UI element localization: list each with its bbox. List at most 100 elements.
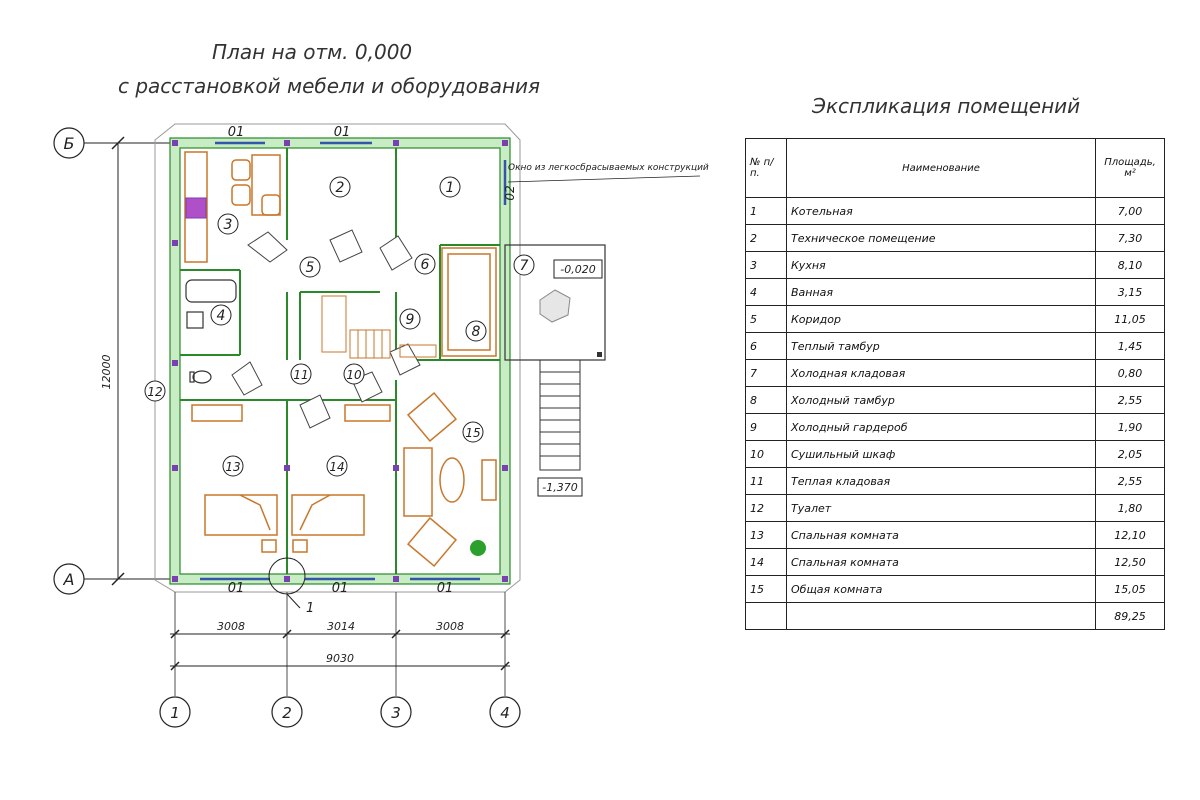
svg-text:8: 8 bbox=[472, 324, 481, 340]
room-2: 2 bbox=[329, 176, 351, 198]
porch-stair bbox=[539, 359, 581, 471]
cell-area: 12,50 bbox=[1095, 548, 1165, 576]
axis-col-lines bbox=[174, 592, 506, 696]
cell-no: 15 bbox=[745, 575, 787, 603]
height-dim-label: 12000 bbox=[100, 355, 113, 390]
cell-area: 2,55 bbox=[1095, 467, 1165, 495]
door-swings bbox=[231, 229, 421, 429]
cell-area: 1,45 bbox=[1095, 332, 1165, 360]
cell-name: Сушильный шкаф bbox=[786, 440, 1096, 468]
cell-name: Техническое помещение bbox=[786, 224, 1096, 252]
room-12: 12 bbox=[144, 380, 166, 402]
room-11: 11 bbox=[290, 363, 312, 385]
interior-walls bbox=[180, 148, 500, 574]
cell-area: 2,05 bbox=[1095, 440, 1165, 468]
cell-name: Кухня bbox=[786, 251, 1096, 279]
axis-label: 4 bbox=[500, 704, 510, 722]
cell-area: 3,15 bbox=[1095, 278, 1165, 306]
window-mark: 01 bbox=[228, 125, 245, 140]
axis-row-b: Б bbox=[53, 127, 175, 159]
cell-area: 1,80 bbox=[1095, 494, 1165, 522]
cell-name: Холодный тамбур bbox=[786, 386, 1096, 414]
cell-no: 7 bbox=[745, 359, 787, 387]
living-room-furniture bbox=[403, 391, 497, 568]
cell-area: 15,05 bbox=[1095, 575, 1165, 603]
room-14: 14 bbox=[326, 455, 348, 477]
room-6: 6 bbox=[414, 253, 436, 275]
interior-stair bbox=[321, 295, 437, 359]
total-dim-label: 9030 bbox=[326, 652, 354, 665]
cell-area: 1,90 bbox=[1095, 413, 1165, 441]
svg-text:7: 7 bbox=[520, 258, 529, 274]
col-header-name: Наименование bbox=[786, 138, 1096, 198]
section-mark: 1 bbox=[268, 557, 314, 616]
column-markers bbox=[172, 140, 508, 582]
empty-cell bbox=[745, 602, 787, 630]
cell-name: Теплый тамбур bbox=[786, 332, 1096, 360]
level-ground: -1,370 bbox=[537, 477, 583, 497]
windows bbox=[200, 141, 507, 581]
axis-label: Б bbox=[64, 134, 75, 153]
svg-text:11: 11 bbox=[293, 368, 308, 382]
level-porch-label: -0,020 bbox=[560, 263, 595, 276]
cell-area: 7,00 bbox=[1095, 197, 1165, 225]
room-10: 10 bbox=[343, 363, 365, 385]
dim-label: 3008 bbox=[436, 620, 464, 633]
room-5: 5 bbox=[299, 256, 321, 278]
bedroom-14-furniture bbox=[291, 404, 391, 553]
svg-text:12: 12 bbox=[147, 385, 162, 399]
window-note-text: Окно из легкосбрасываемых конструкций bbox=[508, 163, 709, 173]
cell-name: Холодная кладовая bbox=[786, 359, 1096, 387]
cell-no: 4 bbox=[745, 278, 787, 306]
bathroom-fixtures bbox=[185, 279, 237, 384]
cell-no: 11 bbox=[745, 467, 787, 495]
svg-text:14: 14 bbox=[329, 460, 344, 474]
svg-text:5: 5 bbox=[306, 260, 315, 276]
cell-no: 5 bbox=[745, 305, 787, 333]
svg-text:4: 4 bbox=[217, 308, 226, 324]
window-mark: 01 bbox=[334, 125, 351, 140]
plan-title-line2: с расстановкой мебели и оборудования bbox=[118, 74, 541, 98]
col-header-no: № п/п. bbox=[745, 138, 787, 198]
cell-area: 0,80 bbox=[1095, 359, 1165, 387]
room-7: 7 bbox=[513, 254, 535, 276]
cell-name: Котельная bbox=[786, 197, 1096, 225]
cell-no: 10 bbox=[745, 440, 787, 468]
cell-no: 8 bbox=[745, 386, 787, 414]
window-marks: 01 01 01 01 01 02 bbox=[228, 125, 517, 596]
axis-col-bubbles: 1 2 3 4 bbox=[159, 696, 521, 728]
svg-text:6: 6 bbox=[421, 257, 430, 273]
dim-label: 3008 bbox=[217, 620, 245, 633]
level-porch: -0,020 bbox=[553, 259, 603, 279]
window-note: Окно из легкосбрасываемых конструкций bbox=[507, 163, 709, 183]
room-9: 9 bbox=[399, 308, 421, 330]
cell-name: Спальная комната bbox=[786, 521, 1096, 549]
cell-no: 12 bbox=[745, 494, 787, 522]
svg-text:9: 9 bbox=[406, 312, 415, 328]
cell-name: Теплая кладовая bbox=[786, 467, 1096, 495]
axis-row-a: А bbox=[53, 563, 175, 595]
cell-name: Холодный гардероб bbox=[786, 413, 1096, 441]
cell-name: Коридор bbox=[786, 305, 1096, 333]
room-8: 8 bbox=[465, 320, 487, 342]
room-4: 4 bbox=[210, 304, 232, 326]
floor-plan: Б А 12000 bbox=[53, 123, 709, 728]
plan-title-line1: План на отм. 0,000 bbox=[212, 40, 413, 64]
total-area: 89,25 bbox=[1095, 602, 1165, 630]
svg-text:3: 3 bbox=[224, 217, 233, 233]
cell-no: 13 bbox=[745, 521, 787, 549]
dimension-chain: 3008 3014 3008 9030 bbox=[170, 620, 510, 671]
svg-text:10: 10 bbox=[346, 368, 362, 382]
col-header-area: Площадь, м² bbox=[1095, 138, 1165, 198]
